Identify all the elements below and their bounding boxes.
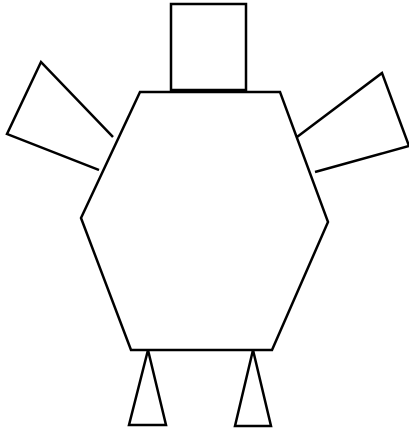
right-leg-triangle: [235, 350, 271, 426]
head-square: [171, 4, 246, 90]
left-leg-triangle: [129, 350, 166, 425]
body-hexagon: [81, 92, 328, 350]
left-arm-triangle: [7, 62, 113, 170]
right-arm-triangle: [297, 73, 409, 172]
